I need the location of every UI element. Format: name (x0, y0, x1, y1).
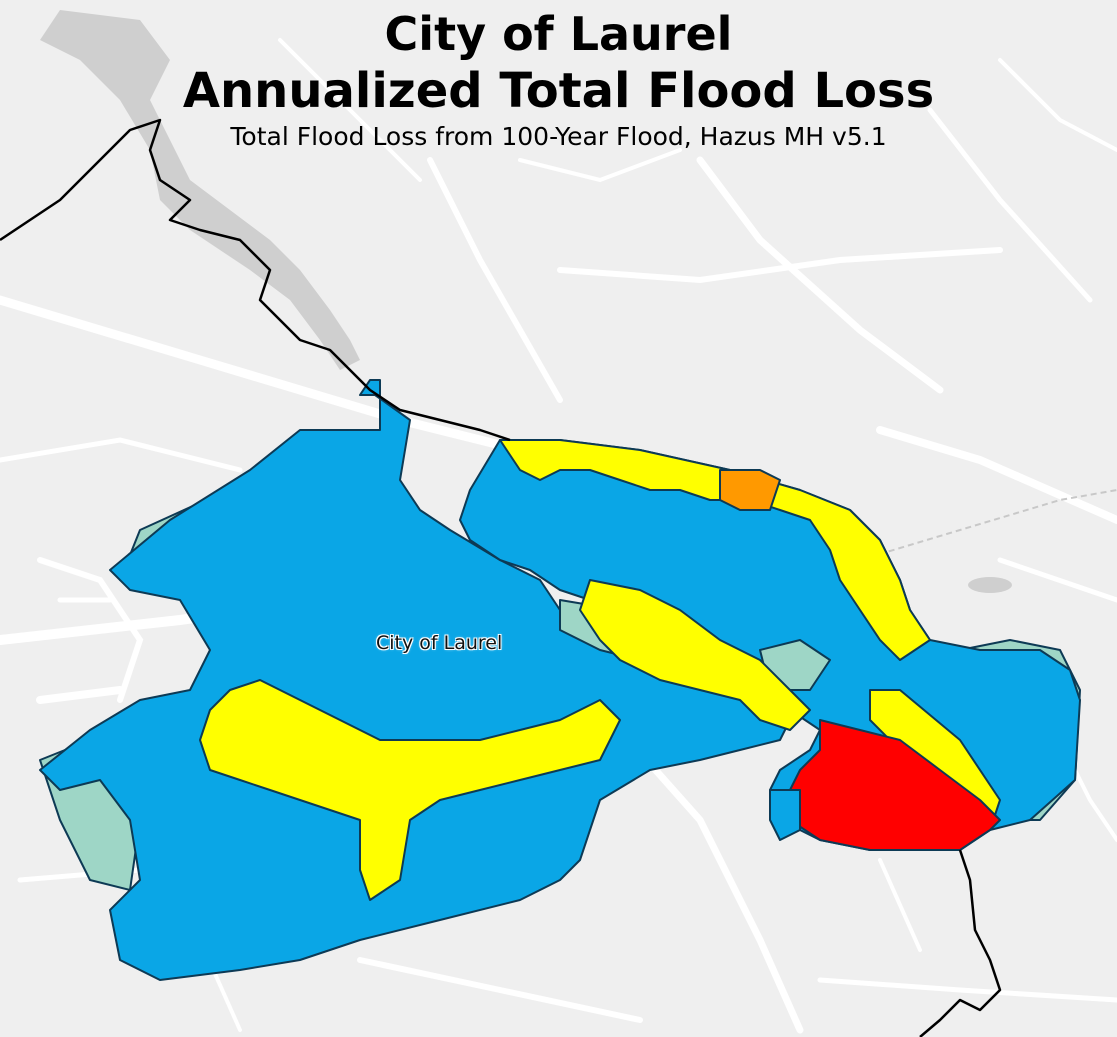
zone-low-loss-west (39, 379, 791, 981)
zone-medium-loss-south (199, 679, 621, 901)
water-body (40, 10, 360, 370)
railway (859, 489, 1117, 561)
county-boundary-south (919, 849, 1002, 1037)
zone-medium-loss-north (499, 439, 931, 661)
county-boundary-north (0, 118, 511, 442)
flood-loss-zones (39, 379, 1081, 981)
zone-medium-loss-central (579, 579, 811, 731)
zone-low-loss-islands (769, 789, 801, 841)
pond (968, 577, 1012, 593)
place-label-city: City of Laurel (376, 632, 503, 654)
zone-high-loss (719, 469, 781, 511)
